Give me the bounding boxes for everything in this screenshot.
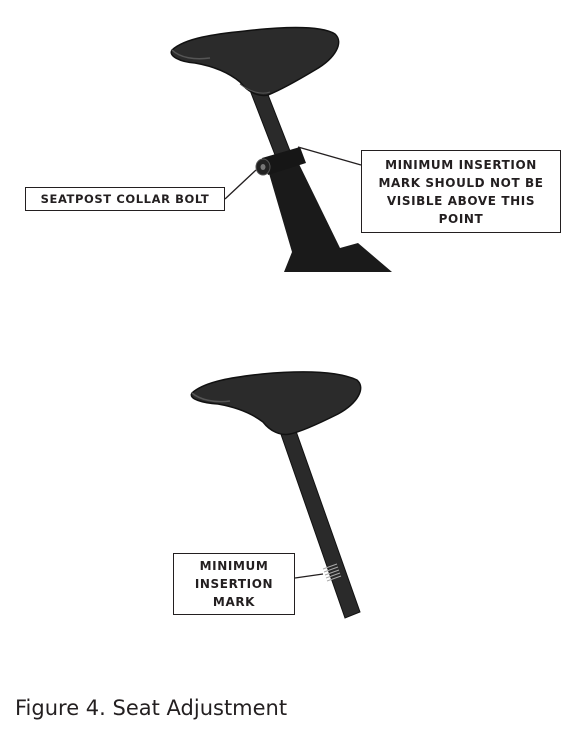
top-saddle (170, 26, 340, 97)
bottom-saddle (190, 371, 362, 436)
minimum-insertion-warning-label: MINIMUM INSERTION MARK SHOULD NOT BE VIS… (361, 150, 561, 233)
bottom-seatpost-assembly (190, 371, 362, 619)
insertion-top-leader (297, 146, 362, 166)
figure-caption: Figure 4. Seat Adjustment (15, 696, 288, 720)
seatpost-collar-bolt-label: SEATPOST COLLAR BOLT (25, 187, 225, 211)
insertion-mark-ticks (322, 563, 342, 582)
frame-seat-tube (268, 162, 392, 272)
minimum-insertion-mark-label: MINIMUM INSERTION MARK (173, 553, 295, 615)
seatpost-collar (255, 147, 306, 176)
top-bike-assembly (170, 26, 392, 272)
insertion-mark-leader (294, 573, 324, 579)
collar-bolt-leader (224, 169, 257, 200)
